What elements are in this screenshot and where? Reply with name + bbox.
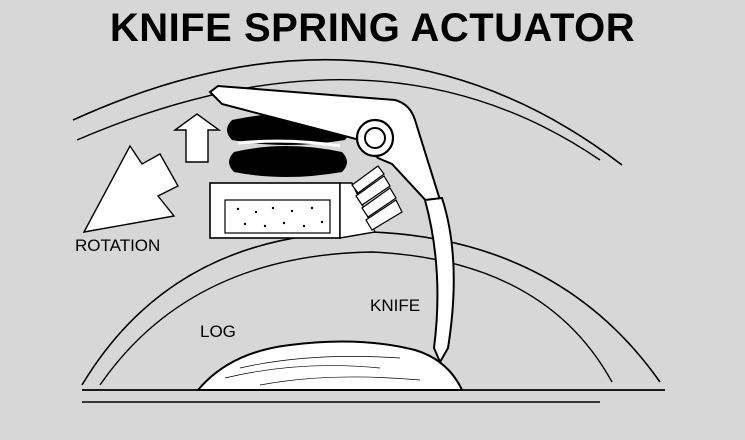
- pivot-inner: [364, 127, 386, 149]
- knife-label: KNIFE: [370, 296, 421, 315]
- lever-arm: [208, 84, 442, 207]
- inner-drum-arc-2: [99, 251, 613, 386]
- log-grain-2: [239, 356, 401, 369]
- knife-blade: [423, 196, 455, 365]
- log-grain-1: [224, 365, 381, 379]
- housing-inner-panel: [224, 199, 331, 234]
- diagram-title: KNIFE SPRING ACTUATOR: [109, 6, 636, 50]
- log-label: LOG: [200, 322, 236, 341]
- outer-drum-arc-2: [76, 78, 601, 161]
- housing-side-wedge: [339, 182, 377, 239]
- rotation-label: ROTATION: [75, 236, 161, 255]
- log-grain-3: [259, 376, 421, 386]
- knife-bellows-spring: [351, 165, 403, 231]
- up-arrow: [172, 113, 222, 163]
- housing-rivets: [236, 206, 324, 228]
- outer-drum-arc-1: [72, 58, 623, 166]
- rotation-arrow: [82, 144, 179, 233]
